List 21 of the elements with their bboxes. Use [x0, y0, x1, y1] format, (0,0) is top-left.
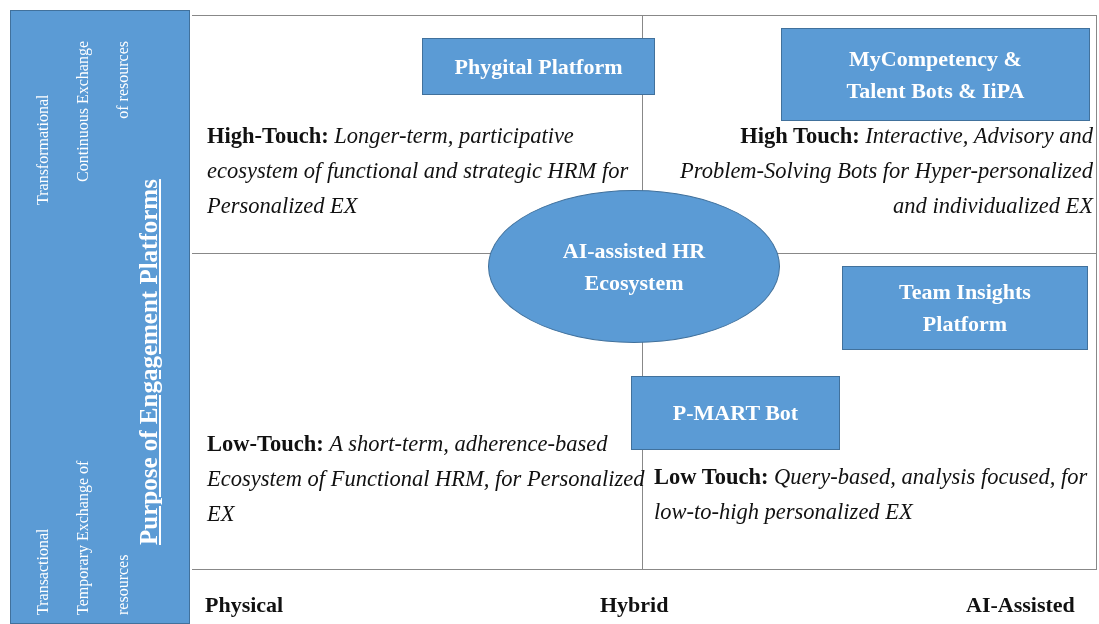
platform-label: Team Insights Platform — [898, 278, 1032, 338]
platform-label: P-MART Bot — [672, 399, 799, 427]
platform-box — [631, 376, 840, 450]
axis-label: Temporary Exchange of resources — [73, 459, 132, 615]
axis-label: AI-Assisted — [966, 592, 1075, 618]
platform-label: AI-assisted HR Ecosystem — [561, 236, 707, 297]
platform-label: Phygital Platform — [454, 52, 623, 81]
quadrant-description: High Touch: Interactive, Advisory and Problem-Solving Bots for Hyper-personalized and individualized EX — [678, 122, 1093, 220]
quadrant-description: Low-Touch: A short-term, adherence-based Ecosystem of Functional HRM, for Personalized EX — [207, 430, 646, 528]
platform-box — [781, 28, 1090, 121]
axis-label: Transactional — [33, 528, 52, 615]
axis-label: Transformational — [33, 94, 52, 205]
axis-panel — [10, 10, 190, 624]
axis-label: Physical — [205, 592, 284, 618]
axis-title: Purpose of Engagement Platforms — [134, 179, 163, 545]
axis-label: Hybrid — [600, 592, 669, 618]
axis-label: Continuous Exchange of resources — [73, 41, 132, 184]
platform-box — [842, 266, 1088, 350]
platform-label: MyCompetency & Talent Bots & IiPA — [845, 44, 1026, 105]
quadrant-description: Low Touch: Query-based, analysis focused, for low-to-high personalized EX — [654, 463, 1089, 526]
quadrant-description: High-Touch: Longer-term, participative ecosystem of functional and strategic HRM for Personalized EX — [207, 122, 630, 220]
